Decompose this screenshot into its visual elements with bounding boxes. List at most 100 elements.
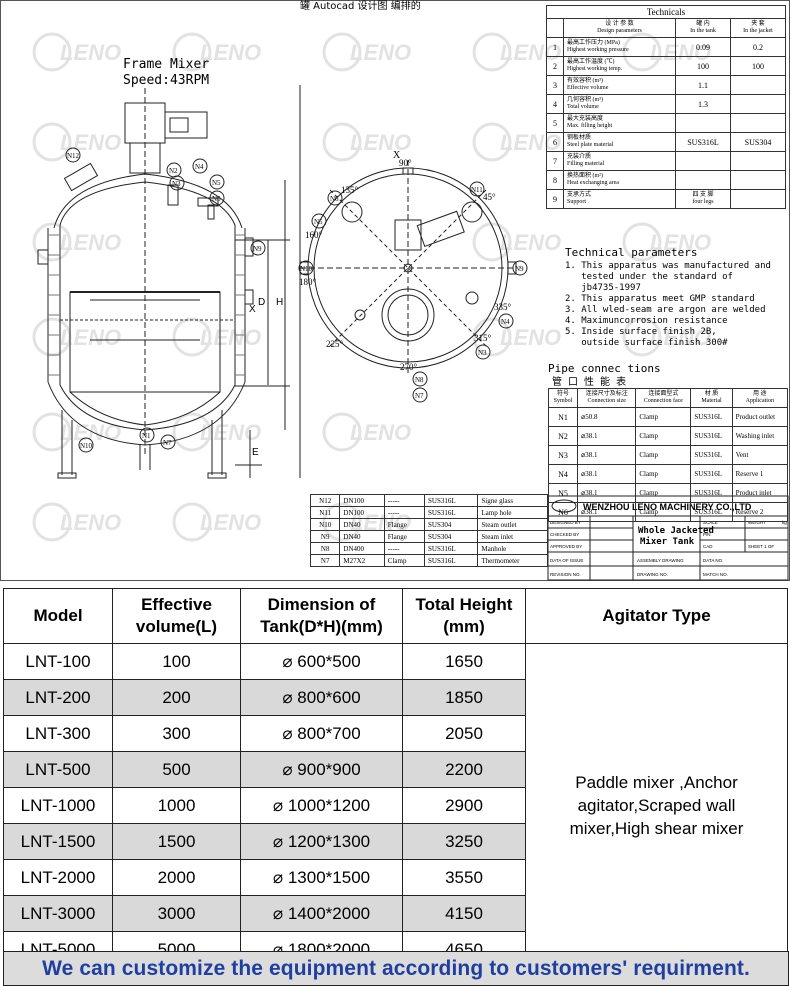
svg-text:N4: N4 — [501, 318, 510, 326]
svg-text:180°: 180° — [299, 277, 317, 287]
svg-text:N1: N1 — [142, 432, 151, 440]
watermark-ring — [622, 222, 662, 262]
watermark-text: LENO — [60, 40, 121, 65]
svg-text:N12: N12 — [67, 152, 80, 160]
plan-callout-N7: N7 — [412, 387, 428, 403]
svg-text:CHECKED BY: CHECKED BY — [550, 532, 579, 537]
volume-cell: 2000 — [112, 859, 241, 896]
callout-N7: N7 — [160, 434, 176, 450]
plan-callouts: N6 N11 N5 N10 N9 N4 N3 N8 N7 X — [298, 150, 528, 403]
model-cell: LNT-3000 — [3, 895, 113, 932]
plan-callout-N5: N5 — [311, 213, 327, 229]
height-cell: 2200 — [402, 751, 526, 788]
svg-text:N7: N7 — [163, 439, 172, 447]
watermark-text: LENO — [500, 325, 561, 350]
model-cell: LNT-500 — [3, 751, 113, 788]
watermark-text: LENO — [60, 325, 121, 350]
watermark-ring — [322, 32, 362, 72]
watermark-text: LENO — [200, 420, 261, 445]
watermark-text: LENO — [350, 420, 411, 445]
product-name-1: Whole Jacketed — [638, 526, 714, 536]
watermark-text: LENO — [200, 510, 261, 535]
svg-text:APPROVED BY: APPROVED BY — [550, 544, 582, 549]
svg-text:2. This apparatus meet GMP sta: 2. This apparatus meet GMP standard — [565, 294, 755, 304]
volume-cell: 3000 — [112, 895, 241, 932]
model-cell: LNT-2000 — [3, 859, 113, 896]
svg-text:N8: N8 — [415, 376, 424, 384]
watermark-text: LENO — [650, 325, 711, 350]
callout-N1: N1 — [139, 427, 155, 443]
dimension-cell: ⌀ 1000*1200 — [240, 787, 403, 824]
watermark-text: LENO — [60, 510, 121, 535]
svg-text:N9: N9 — [253, 245, 262, 253]
svg-text:kg: kg — [782, 520, 787, 525]
height-cell: 3250 — [402, 823, 526, 860]
dimension-cell: ⌀ 1200*1300 — [240, 823, 403, 860]
callout-N12: N12 — [65, 147, 81, 163]
svg-text:tested under the standard of: tested under the standard of — [565, 272, 733, 282]
svg-text:N4: N4 — [195, 163, 204, 171]
model-cell: LNT-1000 — [3, 787, 113, 824]
watermark-ring — [172, 502, 212, 542]
watermark-ring — [322, 412, 362, 452]
svg-text:MATCH NO.: MATCH NO. — [703, 572, 728, 577]
plan-angles: 90° 45° 135° 160° 180° 335° 225° 315° 27… — [299, 158, 512, 372]
watermark-ring — [32, 32, 72, 72]
watermark-ring — [172, 32, 212, 72]
volume-cell: 200 — [112, 679, 241, 716]
model-cell: LNT-100 — [3, 643, 113, 680]
svg-text:N10: N10 — [300, 265, 313, 273]
watermark-ring — [322, 122, 362, 162]
watermark-ring — [32, 122, 72, 162]
header-agitator-type: Agitator Type — [525, 588, 788, 644]
frame-mixer-label: Frame Mixer — [123, 57, 209, 72]
header-total-height: Total Height(mm) — [402, 588, 526, 644]
svg-text:315°: 315° — [474, 333, 492, 343]
watermark-text: LENO — [60, 130, 121, 155]
plan-callout-N3: N3 — [475, 344, 491, 360]
svg-text:N5: N5 — [212, 179, 221, 187]
plan-callout-N11: N11 — [469, 181, 485, 197]
watermark-ring — [622, 317, 662, 357]
dim-D: D — [258, 297, 265, 308]
callout-N10: N10 — [78, 437, 94, 453]
svg-text:N5: N5 — [314, 218, 323, 226]
model-cell: LNT-1500 — [3, 823, 113, 860]
volume-cell: 300 — [112, 715, 241, 752]
dim-H: H — [276, 297, 283, 308]
agitator-line: mixer,High shear mixer — [569, 819, 744, 838]
pipe-subtitle: 管 口 性 能 表 — [552, 375, 626, 388]
watermark-ring — [172, 317, 212, 357]
svg-text:DATA NO.: DATA NO. — [703, 558, 723, 563]
dimension-cell: ⌀ 1300*1500 — [240, 859, 403, 896]
watermark-text: LENO — [200, 325, 261, 350]
svg-text:90°: 90° — [399, 158, 412, 168]
svg-text:45°: 45° — [483, 192, 496, 202]
watermark-ring — [32, 222, 72, 262]
watermark-text: LENO — [650, 230, 711, 255]
svg-text:outside surface finish 300#: outside surface finish 300# — [565, 338, 728, 348]
height-cell: 3550 — [402, 859, 526, 896]
elevation-callouts: N12 N2 N4 N3 N5 N6 N9 N10 N1 N7 — [65, 147, 266, 453]
dimension-cell: ⌀ 800*600 — [240, 679, 403, 716]
svg-text:CAD: CAD — [703, 544, 713, 549]
svg-text:N3: N3 — [478, 349, 487, 357]
svg-text:5. Inside surface finish 2B,: 5. Inside surface finish 2B, — [565, 327, 717, 337]
